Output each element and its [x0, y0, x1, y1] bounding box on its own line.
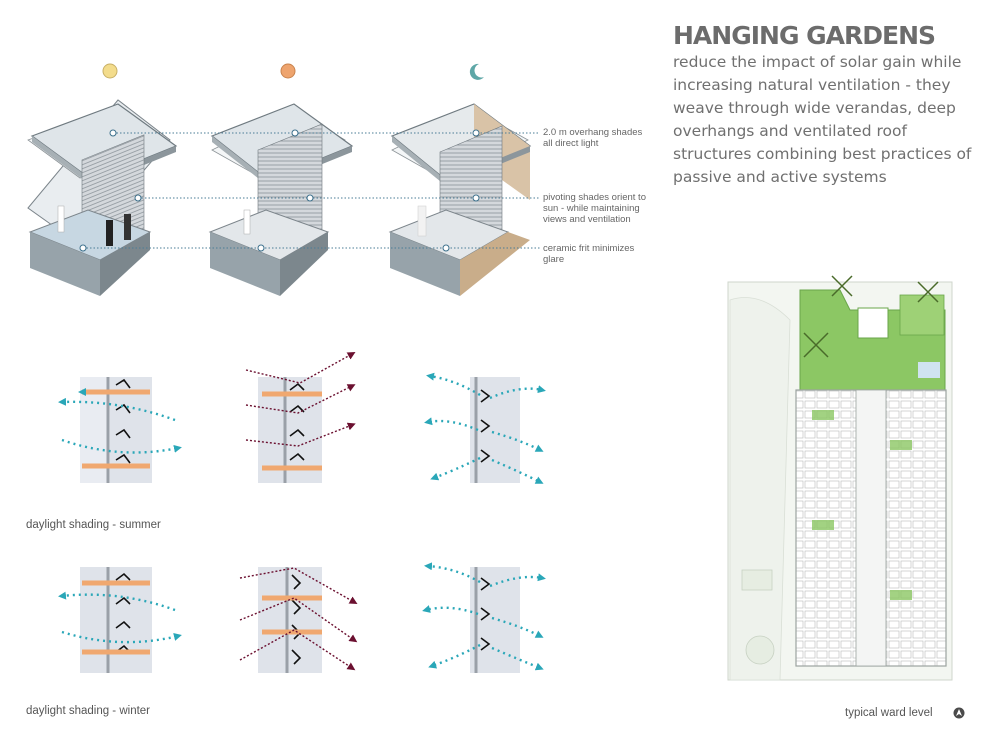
- shading-diagram-summer-evening: [245, 352, 356, 483]
- shading-diagram-summer-day: [58, 377, 182, 483]
- sun-icon-evening: [280, 63, 296, 79]
- sun-icon-morning: [102, 63, 118, 79]
- callout-lines: [83, 132, 540, 249]
- caption-summer: daylight shading - summer: [26, 519, 161, 531]
- headline-body-first: reduce: [673, 53, 727, 71]
- shading-diagram-winter-night: [422, 562, 546, 673]
- moon-icon: [469, 63, 484, 80]
- headline-title: HANGING GARDENS: [673, 21, 936, 50]
- headline-block: HANGING GARDENS reduce the impact of sol…: [673, 21, 973, 189]
- shading-diagram-winter-day: [58, 567, 182, 673]
- headline-body: the impact of solar gain while increasin…: [673, 53, 972, 186]
- unit-section-night: [388, 103, 532, 296]
- shading-diagram-summer-night: [424, 372, 546, 484]
- shading-diagram-winter-evening: [239, 567, 358, 673]
- callout-ceramic: ceramic frit minimizes glare: [543, 243, 635, 265]
- floor-plan: [727, 275, 953, 681]
- north-arrow-icon: [953, 707, 965, 719]
- callout-dots: [79, 129, 480, 252]
- caption-plan: typical ward level: [845, 707, 933, 719]
- caption-winter: daylight shading - winter: [26, 705, 151, 717]
- callout-overhang: 2.0 m overhang shades all direct light: [543, 127, 643, 149]
- unit-section-day: [27, 99, 178, 296]
- callout-pivoting: pivoting shades orient to sun - while ma…: [543, 192, 646, 225]
